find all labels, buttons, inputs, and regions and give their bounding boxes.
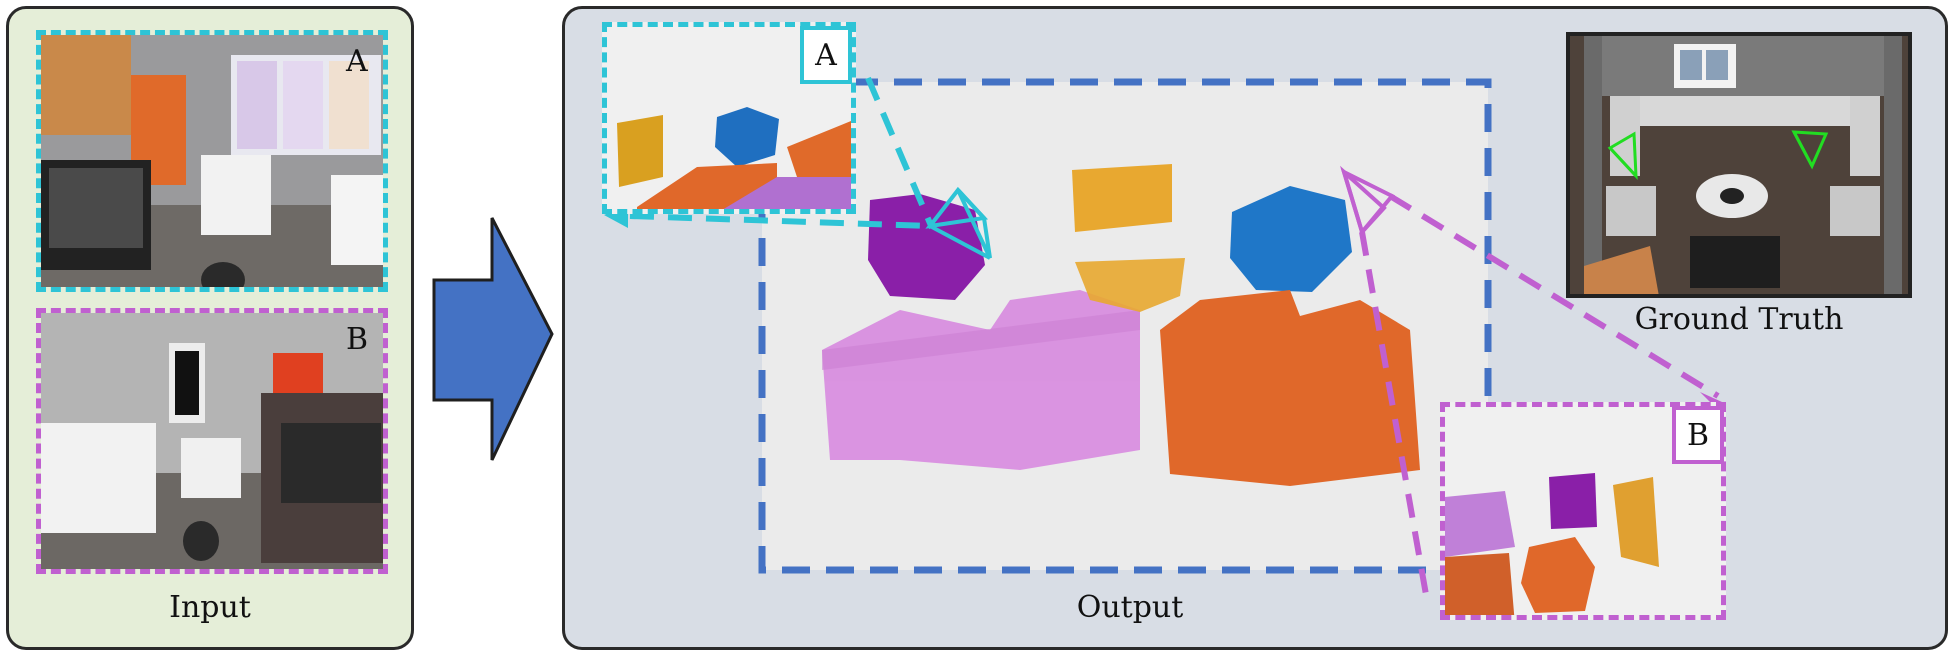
leader-b-top [1388, 193, 1720, 399]
right-arrow-icon [432, 217, 554, 461]
leader-a-top [865, 76, 935, 230]
inset-b-render [1445, 473, 1659, 615]
inset-b-label: B [1672, 406, 1724, 464]
reconstructed-chair-blue [1230, 186, 1352, 292]
leader-b-bottom [1359, 231, 1431, 607]
reconstructed-sofa-pink [822, 290, 1140, 470]
output-caption: Output [1076, 590, 1184, 625]
camera-a-icon [925, 186, 992, 260]
inset-b [1440, 402, 1726, 620]
input-caption: Input [169, 590, 251, 625]
leader-a-bottom [629, 213, 931, 229]
ground-truth-caption: Ground Truth [1634, 302, 1844, 337]
view-a-label: A [346, 44, 368, 79]
input-view-a-image [36, 30, 388, 292]
reconstructed-table-yellow-top [1075, 258, 1185, 312]
gt-camera-b-icon [1791, 130, 1829, 170]
view-a-scene [41, 35, 383, 287]
gt-camera-a-icon [1607, 131, 1638, 181]
input-view-b-image [36, 308, 388, 574]
inset-a-render [617, 107, 851, 209]
ground-truth-image [1566, 32, 1912, 298]
view-b-scene [41, 313, 383, 569]
inset-a-label: A [800, 26, 852, 84]
output-frame [758, 78, 1492, 574]
ground-truth-scene [1570, 36, 1908, 294]
reconstructed-table-yellow [1072, 164, 1172, 232]
reconstructed-sofa-orange [1160, 290, 1420, 486]
view-b-label: B [346, 322, 369, 357]
camera-b-icon [1340, 165, 1396, 237]
